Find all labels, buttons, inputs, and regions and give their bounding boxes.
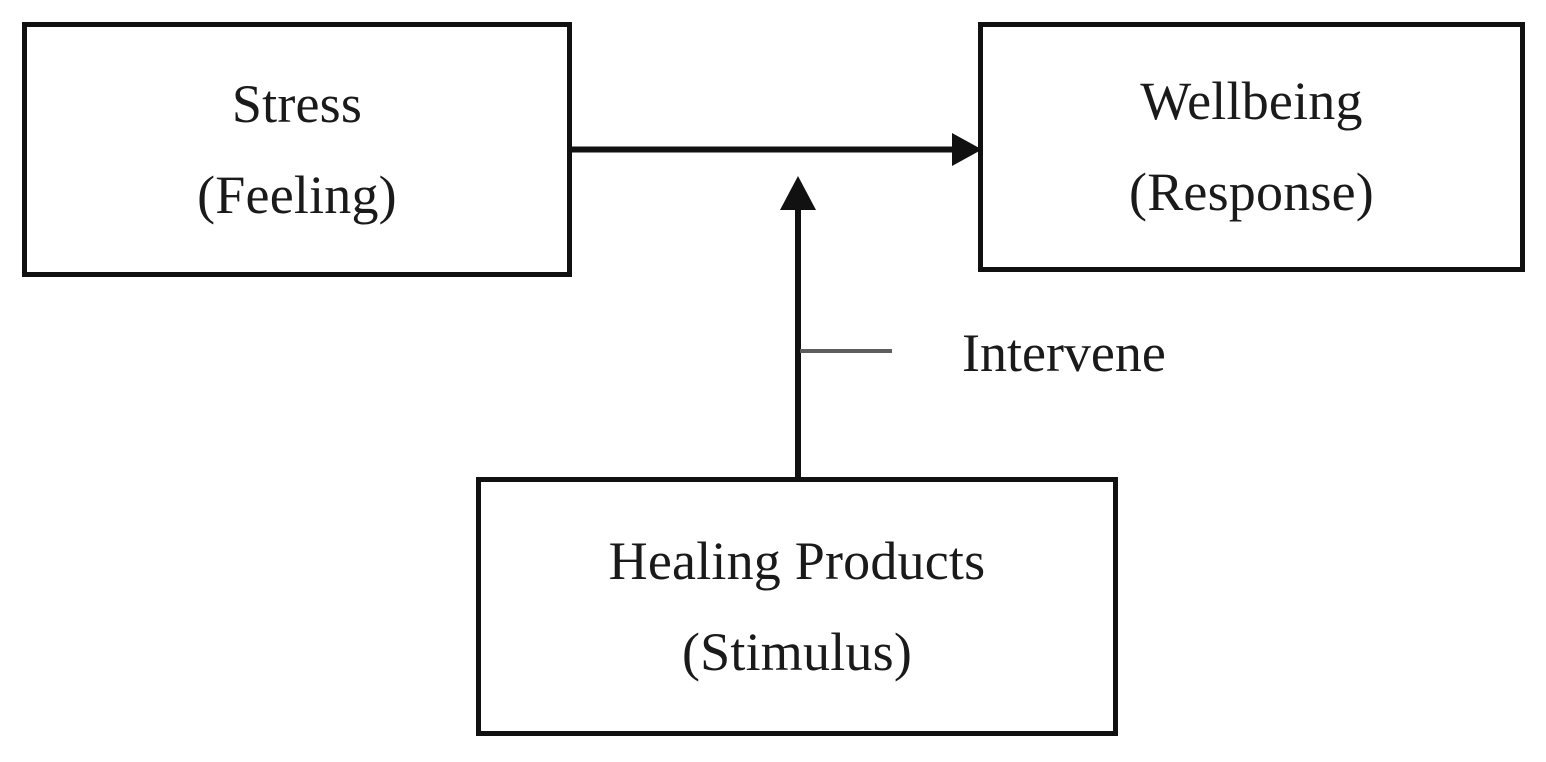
- node-wellbeing-primary-label: Wellbeing: [1140, 71, 1363, 132]
- node-healing-products-secondary-label: (Stimulus): [681, 621, 913, 682]
- edge-label-intervene: Intervene: [962, 323, 1166, 383]
- node-healing-products: Healing Products (Stimulus): [476, 477, 1118, 736]
- arrow-healing-products-to-intervention-point: [780, 176, 816, 482]
- node-stress-primary-label: Stress: [231, 73, 363, 134]
- node-stress: Stress (Feeling): [22, 22, 572, 277]
- node-healing-products-primary-label: Healing Products: [608, 530, 986, 591]
- node-wellbeing: Wellbeing (Response): [978, 22, 1525, 272]
- node-wellbeing-secondary-label: (Response): [1129, 162, 1374, 222]
- node-stress-secondary-label: (Feeling): [197, 164, 397, 225]
- arrow-stress-to-wellbeing: [570, 133, 982, 166]
- intervene-leader-line: [800, 349, 892, 353]
